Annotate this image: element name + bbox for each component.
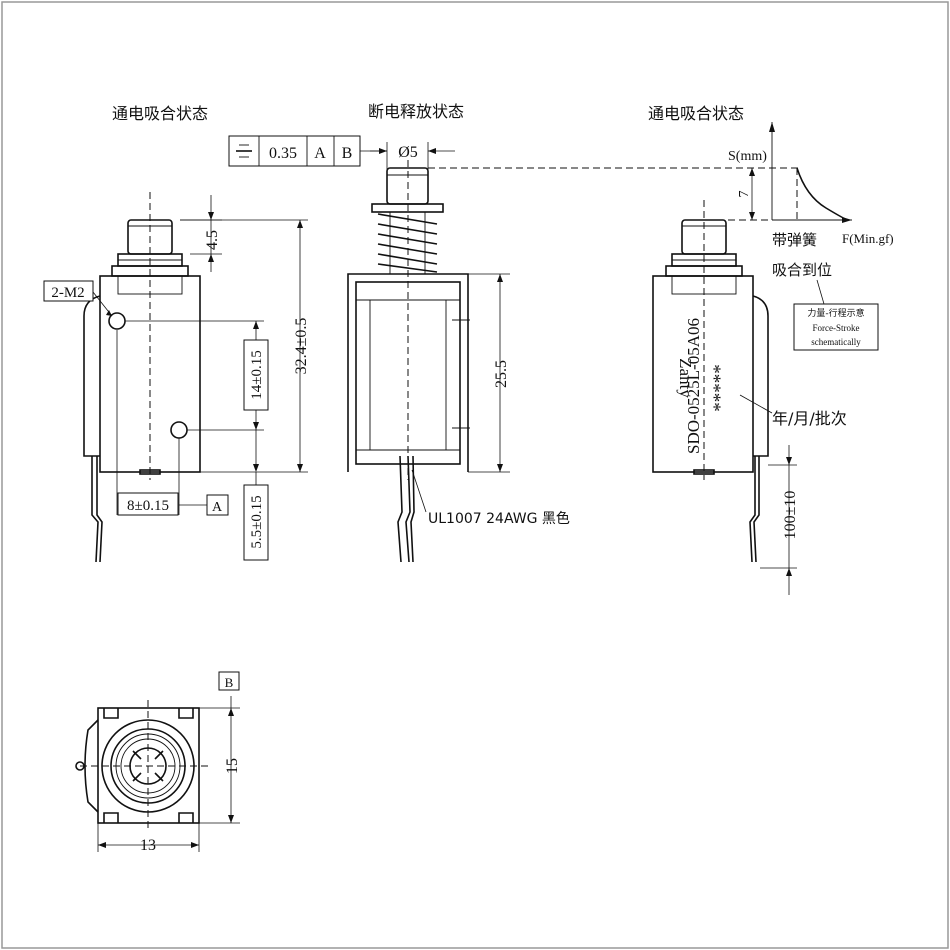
bottom-width: 13 bbox=[140, 837, 156, 854]
tolerance-datum-b: B bbox=[342, 145, 353, 162]
protrusion-dim: 4.5 bbox=[180, 195, 222, 272]
wire-spec: UL1007 24AWG 黑色 bbox=[428, 510, 570, 527]
protrusion-value: 4.5 bbox=[204, 230, 221, 250]
tolerance-frame: 0.35 A B bbox=[228, 135, 387, 167]
left-view-title: 通电吸合状态 bbox=[112, 104, 208, 123]
mount-hole-label: 2-M2 bbox=[43, 280, 113, 317]
note-line-1: Force-Stroke bbox=[813, 323, 860, 333]
lead-length: 100±10 bbox=[782, 491, 799, 540]
plunger-diameter: Ø5 bbox=[398, 144, 418, 161]
bottom-height: 15 bbox=[224, 758, 241, 774]
middle-view bbox=[347, 160, 470, 563]
batch-code: ***** bbox=[710, 364, 731, 412]
hole-spacing-h: 8±0.15 bbox=[127, 498, 169, 514]
right-view: Zanty SDO-0525L-05A06 ***** 年/月/批次 bbox=[652, 200, 847, 563]
x-axis-label: F(Min.gf) bbox=[842, 231, 894, 246]
hole-spacing-v-dim: 14±0.15 bbox=[125, 320, 269, 431]
datum-b-label: B bbox=[225, 675, 234, 690]
note-title: 力量-行程示意 bbox=[807, 307, 864, 319]
datum-a-label: A bbox=[212, 500, 223, 515]
note-line-2: schematically bbox=[811, 337, 861, 347]
spring-note-2: 吸合到位 bbox=[772, 261, 832, 279]
spring-note-1: 带弹簧 bbox=[772, 231, 817, 249]
wire-callout: UL1007 24AWG 黑色 bbox=[411, 469, 570, 527]
body-height: 25.5 bbox=[493, 360, 510, 388]
brand-name: Zanty bbox=[676, 358, 695, 398]
lead-length-dim: 100±10 bbox=[760, 445, 799, 595]
mount-hole-spec: 2-M2 bbox=[51, 285, 84, 301]
right-view-title: 通电吸合状态 bbox=[648, 104, 744, 123]
total-height-dim: 32.4±0.5 bbox=[180, 219, 310, 473]
hole-offset-dim: 5.5±0.15 bbox=[243, 430, 269, 561]
tolerance-datum-a: A bbox=[314, 145, 326, 162]
y-axis-label: S(mm) bbox=[728, 149, 767, 164]
body-height-dim: 25.5 bbox=[468, 273, 510, 473]
total-height: 32.4±0.5 bbox=[293, 318, 310, 375]
force-curve bbox=[796, 167, 849, 221]
middle-view-title: 断电释放状态 bbox=[368, 102, 464, 121]
plunger-diameter-dim: Ø5 bbox=[370, 142, 455, 172]
batch-label: 年/月/批次 bbox=[772, 409, 847, 428]
mount-hole-lower bbox=[170, 421, 188, 439]
bottom-view bbox=[75, 700, 210, 832]
bottom-width-dim: 13 bbox=[97, 823, 200, 854]
hole-offset-bottom: 5.5±0.15 bbox=[249, 495, 265, 548]
hole-spacing-h-dim: 8±0.15 A bbox=[116, 330, 229, 516]
stroke-value: 7 bbox=[737, 191, 752, 198]
hole-spacing-v: 14±0.15 bbox=[249, 350, 265, 399]
tolerance-value: 0.35 bbox=[269, 145, 297, 162]
left-view bbox=[83, 192, 201, 563]
model-number: SDO-0525L-05A06 bbox=[684, 318, 703, 454]
symmetry-symbol bbox=[236, 144, 252, 158]
bottom-height-dim: 15 B bbox=[199, 671, 241, 824]
force-stroke-graph: S(mm) F(Min.gf) 7 带弹簧 吸合到位 力量-行程示意 Force… bbox=[728, 122, 894, 351]
